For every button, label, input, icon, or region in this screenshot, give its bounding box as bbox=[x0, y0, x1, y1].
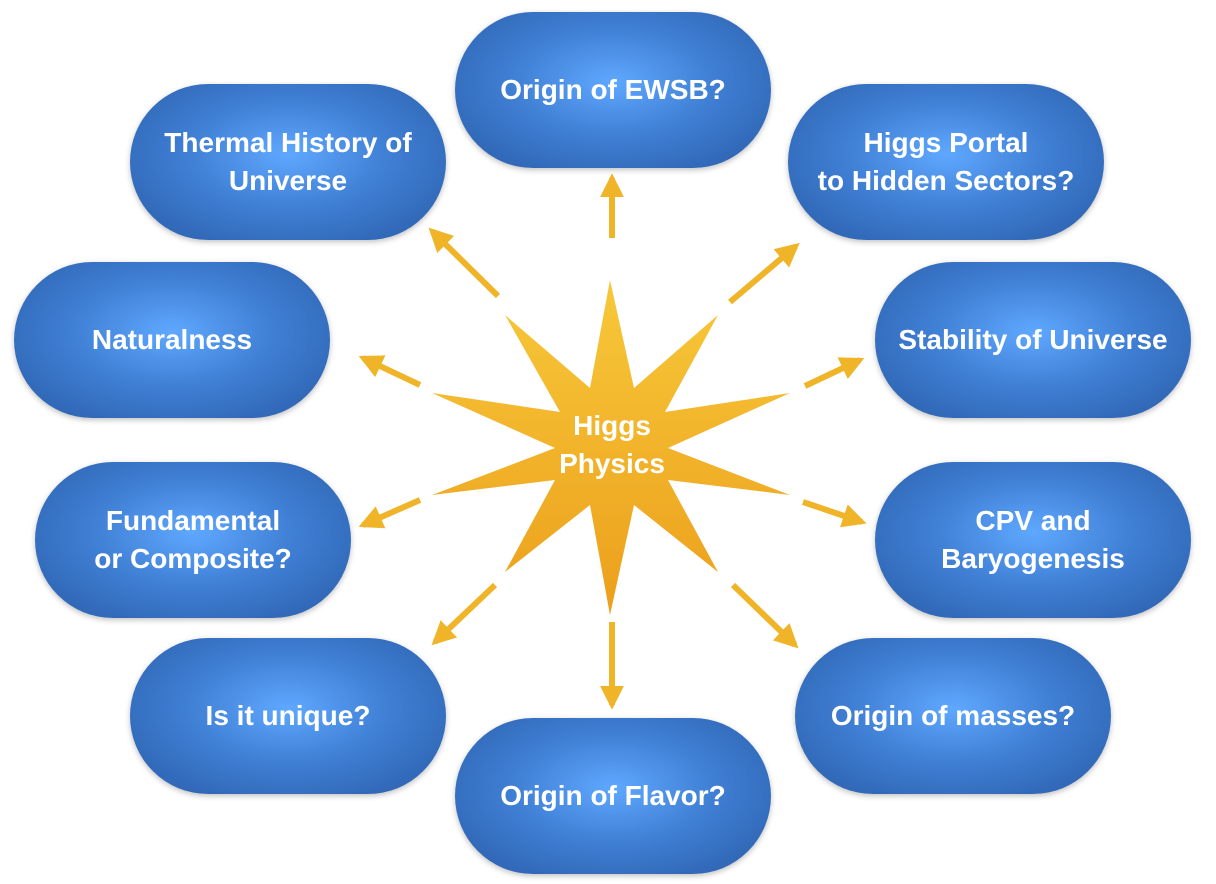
node-origin-of-masses: Origin of masses? bbox=[795, 638, 1111, 794]
arrow-to-cpv bbox=[802, 499, 867, 528]
node-label-line-2: to Hidden Sectors? bbox=[817, 165, 1075, 196]
node-label-line-1: Higgs Portal bbox=[863, 127, 1029, 158]
node-label-line-2: Universe bbox=[228, 165, 348, 196]
node-fundamental-or-composite: Fundamental or Composite? bbox=[35, 462, 351, 618]
node-label-line-2: Baryogenesis bbox=[941, 543, 1125, 574]
node-label-line-2: or Composite? bbox=[94, 543, 292, 574]
node-thermal-history-of-universe: Thermal History of Universe bbox=[130, 84, 446, 240]
node-higgs-portal: Higgs Portal to Hidden Sectors? bbox=[788, 84, 1104, 240]
center-label: Higgs Physics bbox=[512, 400, 712, 490]
arrow-to-higgs-portal bbox=[728, 242, 800, 305]
node-cpv-and-baryogenesis: CPV and Baryogenesis bbox=[875, 462, 1191, 618]
node-origin-of-flavor: Origin of Flavor? bbox=[455, 718, 771, 874]
node-label: Origin of EWSB? bbox=[500, 74, 726, 105]
center-label-line-1: Higgs bbox=[573, 410, 651, 441]
arrow-to-naturalness bbox=[358, 355, 422, 388]
node-label: Origin of masses? bbox=[830, 700, 1076, 731]
central-star-shape bbox=[432, 280, 790, 615]
node-is-it-unique: Is it unique? bbox=[130, 638, 446, 794]
arrow-to-is-it-unique bbox=[431, 582, 498, 646]
node-label-line-1: Thermal History of bbox=[164, 127, 412, 158]
node-label: Stability of Universe bbox=[898, 324, 1168, 355]
node-label: Naturalness bbox=[91, 324, 253, 355]
node-origin-of-ewsb: Origin of EWSB? bbox=[455, 12, 771, 168]
node-label: Is it unique? bbox=[205, 700, 371, 731]
node-stability-of-universe: Stability of Universe bbox=[875, 262, 1191, 418]
arrow-to-origin-of-masses bbox=[730, 582, 799, 649]
node-naturalness: Naturalness bbox=[14, 262, 330, 418]
arrow-to-thermal-history bbox=[428, 227, 501, 299]
node-label-line-1: Fundamental bbox=[105, 505, 281, 536]
center-label-line-2: Physics bbox=[559, 448, 665, 479]
arrow-to-fundamental-or-composite bbox=[358, 497, 422, 529]
node-label: Origin of Flavor? bbox=[500, 780, 726, 811]
arrow-to-stability bbox=[803, 357, 865, 389]
node-label-line-1: CPV and bbox=[975, 505, 1091, 536]
